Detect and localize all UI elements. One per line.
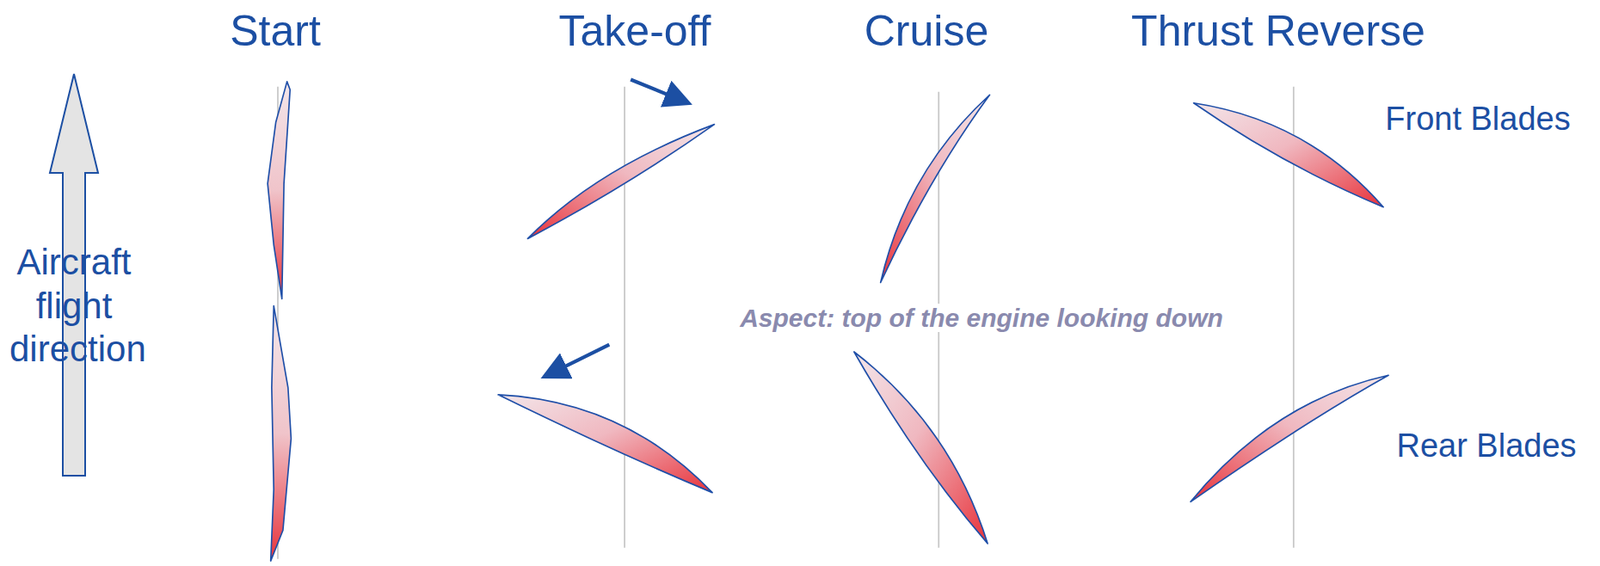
direction-arrow: Aircraft flight direction [0, 73, 164, 478]
view-note: Aspect: top of the engine looking down [736, 303, 1227, 333]
blades [267, 81, 1389, 561]
stage-label: Rear Blades [1396, 428, 1576, 465]
stage-label: Front Blades [1384, 101, 1570, 138]
stage-label: Start [229, 7, 321, 56]
stage-label: Cruise [864, 7, 989, 56]
arrow-label: Aircraft flight direction [9, 240, 139, 371]
rotation-arrows [547, 79, 686, 376]
stage-label: Thrust Reverse [1131, 7, 1426, 56]
axis-lines [277, 86, 1294, 560]
stage-label: Take-off [559, 7, 712, 56]
